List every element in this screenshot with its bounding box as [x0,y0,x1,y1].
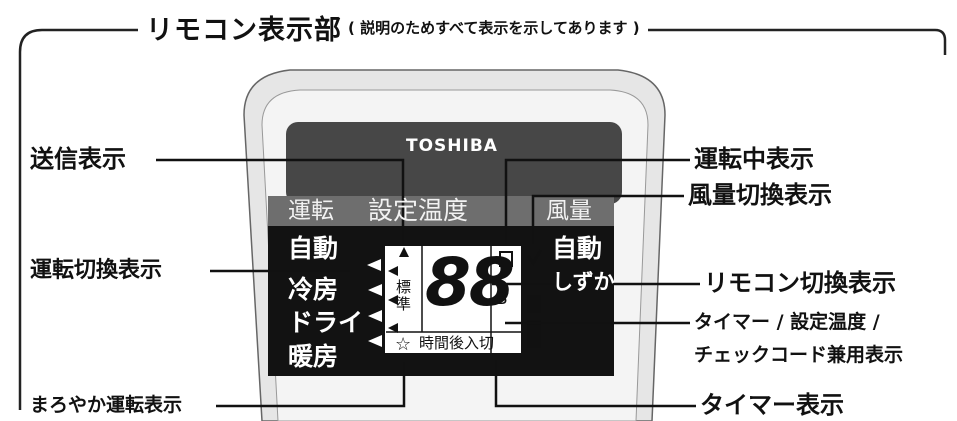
fan-bar-icon-2 [527,320,541,348]
mode-arrow-icon-1 [367,259,381,271]
fan-check-icon [526,249,543,266]
standard-indicator-char-1: 標 [396,278,412,296]
operation-indicator-icon [499,251,513,269]
standard-indicator-char-2: 準 [396,295,412,313]
mode-option-cool: 冷房 [288,275,339,304]
mode-arrow-icon-4 [368,335,382,347]
section-title: リモコン表示部 ( 説明のためすべて表示を示してあります ) [138,5,648,49]
section-title-note: ( 説明のためすべて表示を示してあります ) [348,18,640,37]
mode-arrow-lcd-3 [388,323,398,333]
mild-mode-star-icon: ☆ [395,334,411,355]
header-temp-label: 設定温度 [368,196,469,225]
lcd-digits: 88 [425,244,515,321]
mode-option-dry: ドライ [288,308,364,337]
header-mode-label: 運転 [288,198,334,224]
lcd-panel [385,246,521,353]
callout-timer-temp-line2: チェックコード兼用表示 [694,344,904,366]
callout-send-indicator: 送信表示 [30,145,126,173]
callout-mode-switch: 運転切換表示 [30,258,163,283]
fan-option-quiet: しずか [552,270,615,294]
code-letter: B [496,289,508,309]
callout-timer: タイマー表示 [700,391,844,419]
callout-fan-switch: 風量切換表示 [688,181,832,209]
mode-option-heat: 暖房 [288,342,339,371]
header-fan-label: 風量 [546,198,592,224]
callout-mild-operation: まろやか運転表示 [30,394,183,416]
fan-bar-icon-1 [527,295,541,313]
top-panel [286,122,622,204]
mode-option-auto: 自動 [288,234,339,263]
section-title-main: リモコン表示部 [146,14,342,46]
timer-row: 時間後入切 [419,334,495,352]
header-band [268,196,614,226]
callout-operating: 運転中表示 [694,145,814,173]
mode-arrow-lcd-1 [388,266,398,276]
mode-arrow-lcd-2 [388,295,398,305]
send-indicator-icon [399,247,409,257]
fan-option-auto: 自動 [552,234,603,263]
mode-arrow-icon-2 [368,284,382,296]
callout-timer-temp-line1: タイマー / 設定温度 / [694,311,880,333]
mode-arrow-icon-3 [368,310,382,322]
brand-logo: TOSHIBA [406,136,498,156]
callout-leader-lines [156,158,700,408]
callout-remote-switch: リモコン切換表示 [704,269,896,297]
